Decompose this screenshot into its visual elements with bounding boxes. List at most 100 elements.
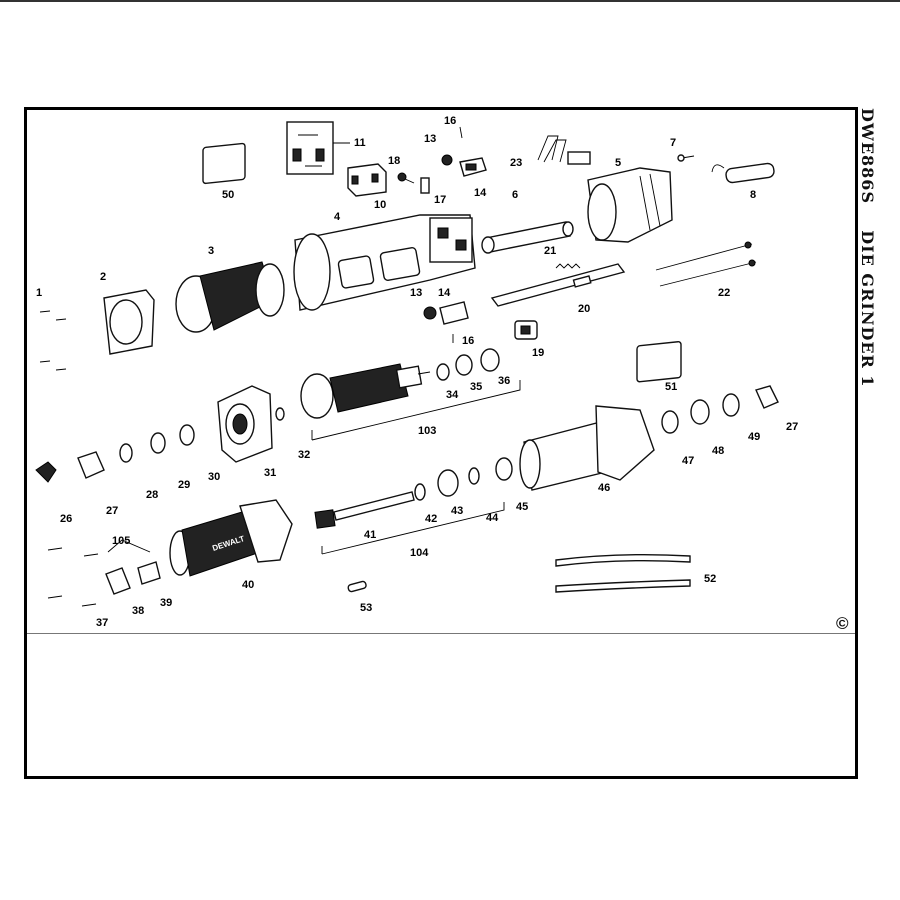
part-label-p5: 5 [615,157,621,169]
part-label-p14b: 14 [438,287,451,299]
part-30-o-ring [179,424,195,446]
part-28-retaining-ring [119,443,133,463]
part-8-cord-protector [711,162,775,184]
part-label-p105: 105 [112,535,130,547]
model-number: DWE886S [858,108,877,204]
part-label-p37: 37 [96,617,108,629]
part-label-p36: 36 [498,375,510,387]
part-label-p41: 41 [364,529,376,541]
part-label-p39: 39 [160,597,172,609]
part-7-screw [677,154,695,162]
part-17-clip [420,177,430,194]
part-26-spanner [35,461,57,483]
part-13-washer-mid [423,306,437,320]
part-5-rear-end-cap [587,167,673,243]
part-label-p50: 50 [222,189,234,201]
part-49-retaining-ring [722,393,740,417]
part-label-p6: 6 [512,189,518,201]
part-36-bearing-holder [480,348,500,372]
part-label-p19: 19 [532,347,544,359]
part-18-screw [397,172,415,184]
part-16-pin-top [459,126,463,139]
bracket-104 [321,502,505,555]
part-45-o-ring [495,457,513,481]
part-46-nose-housing [519,405,655,491]
part-label-p14a: 14 [474,187,487,199]
part-label-p20: 20 [578,303,590,315]
part-37-screws [47,547,99,607]
part-35-bearing [455,354,473,376]
part-label-p103: 103 [418,425,436,437]
part-label-p30: 30 [208,471,220,483]
part-label-p51: 51 [665,381,677,393]
part-29-bearing [150,432,166,454]
part-label-p49: 49 [748,431,760,443]
part-label-p44: 44 [486,512,499,524]
part-38-collet-nut [105,567,131,595]
part-label-p16b: 16 [462,335,474,347]
copyright-icon: © [836,614,849,633]
model-and-title: DWE886S DIE GRINDER 1 [858,108,877,388]
part-43-bearing [437,469,459,497]
part-4-motor-housing [293,214,476,311]
part-label-p38: 38 [132,605,144,617]
part-label-p28: 28 [146,489,158,501]
part-label-p10: 10 [374,199,386,211]
part-label-p27a: 27 [106,505,118,517]
part-label-p13b: 13 [410,287,422,299]
part-label-p43: 43 [451,505,463,517]
part-51-label-sticker [636,341,682,383]
part-label-p22: 22 [718,287,730,299]
part-label-p34: 34 [446,389,459,401]
part-47-o-ring [661,410,679,434]
part-31-gear-case [217,385,273,463]
part-label-p32: 32 [298,449,310,461]
part-14-switch-mid [439,301,469,325]
diagram-frame [24,107,858,779]
part-label-p31: 31 [264,467,276,479]
part-label-p40: 40 [242,579,254,591]
frame-divider [27,633,855,634]
part-6-spacer-tube [481,221,574,254]
part-label-p29: 29 [178,479,190,491]
part-52-leaf-springs [555,553,691,593]
part-50-label-sticker [202,142,246,185]
part-11-brush-kit [286,121,350,175]
part-1-screws [39,310,67,371]
part-23-wire-connector [537,135,591,165]
part-44-retaining-ring [468,467,480,485]
part-label-p27b: 27 [786,421,798,433]
side-title: DWE886S DIE GRINDER 1 [858,108,882,488]
part-label-p17: 17 [434,194,446,206]
part-40-handle-grip: DEWALT [169,499,293,577]
part-label-p13a: 13 [424,133,436,145]
part-label-p42: 42 [425,513,437,525]
part-27-collet-nut-front [77,451,105,479]
part-41-spindle [314,491,415,529]
part-label-p47: 47 [682,455,694,467]
part-label-p11: 11 [354,137,366,149]
part-label-p2: 2 [100,271,106,283]
top-rule [0,0,900,2]
part-label-p16a: 16 [444,115,456,127]
part-14-switch-top [459,157,487,177]
part-10-switch-block [347,163,387,197]
part-label-p21: 21 [544,245,556,257]
part-label-p23: 23 [510,157,522,169]
part-105-collet-assembly [107,539,151,553]
part-3-field-coil [175,261,285,333]
part-label-p26: 26 [60,513,72,525]
part-label-p35: 35 [470,381,482,393]
part-label-p4: 4 [334,211,341,223]
part-22-wire-leads [655,241,757,287]
part-103-armature [300,363,431,419]
part-label-p1a: 1 [36,287,42,299]
part-label-p52: 52 [704,573,716,585]
part-label-p48: 48 [712,445,724,457]
part-label-p3: 3 [208,245,214,257]
bracket-103 [311,380,521,441]
part-label-p104: 104 [410,547,429,559]
part-label-p53: 53 [360,602,372,614]
